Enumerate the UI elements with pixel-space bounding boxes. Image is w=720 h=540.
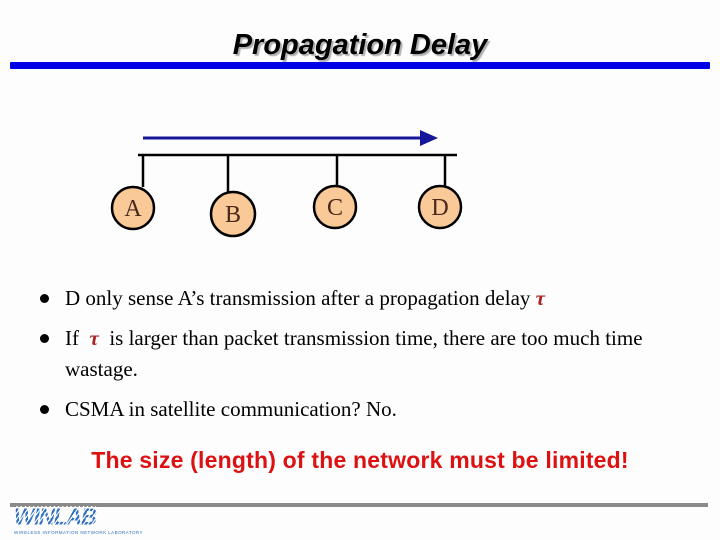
- bullet-item: D only sense A’s transmission after a pr…: [40, 283, 689, 314]
- winlab-logo-text: WINLAB: [14, 503, 97, 530]
- node-a-label: A: [124, 196, 142, 222]
- tau-symbol: τ: [89, 326, 99, 350]
- bullet-dot: [40, 405, 49, 414]
- bullet-item: CSMA in satellite communication? No.: [40, 394, 689, 425]
- bus-network-diagram: A B C D: [110, 130, 463, 238]
- bullet-text: D only sense A’s transmission after a pr…: [65, 286, 545, 310]
- title-underline-bar: [10, 62, 710, 69]
- propagation-arrow: [143, 130, 438, 146]
- emphasis-text: The size (length) of the network must be…: [91, 447, 629, 473]
- node-a-circle: [110, 185, 156, 231]
- node-b-label: B: [225, 202, 241, 228]
- node-c-circle: [312, 184, 358, 230]
- bullet-text: CSMA in satellite communication? No.: [65, 397, 397, 421]
- winlab-logo: WINLAB WIRELESS INFORMATION NETWORK LABO…: [14, 503, 143, 535]
- footer-divider-bar: [10, 503, 708, 507]
- bullet-text: If τ is larger than packet transmission …: [65, 326, 648, 381]
- tau-symbol: τ: [535, 286, 545, 310]
- winlab-logo-caption: WIRELESS INFORMATION NETWORK LABORATORY: [14, 530, 143, 535]
- node-b-circle: [209, 190, 257, 238]
- bullet-dot: [40, 334, 49, 343]
- page-title: Propagation Delay: [232, 29, 488, 61]
- bullet-item: If τ is larger than packet transmission …: [40, 323, 689, 385]
- node-d-label: D: [431, 195, 448, 221]
- node-c-label: C: [327, 195, 343, 221]
- bullet-list: D only sense A’s transmission after a pr…: [40, 283, 689, 434]
- bullet-dot: [40, 294, 49, 303]
- node-d-circle: [417, 184, 463, 230]
